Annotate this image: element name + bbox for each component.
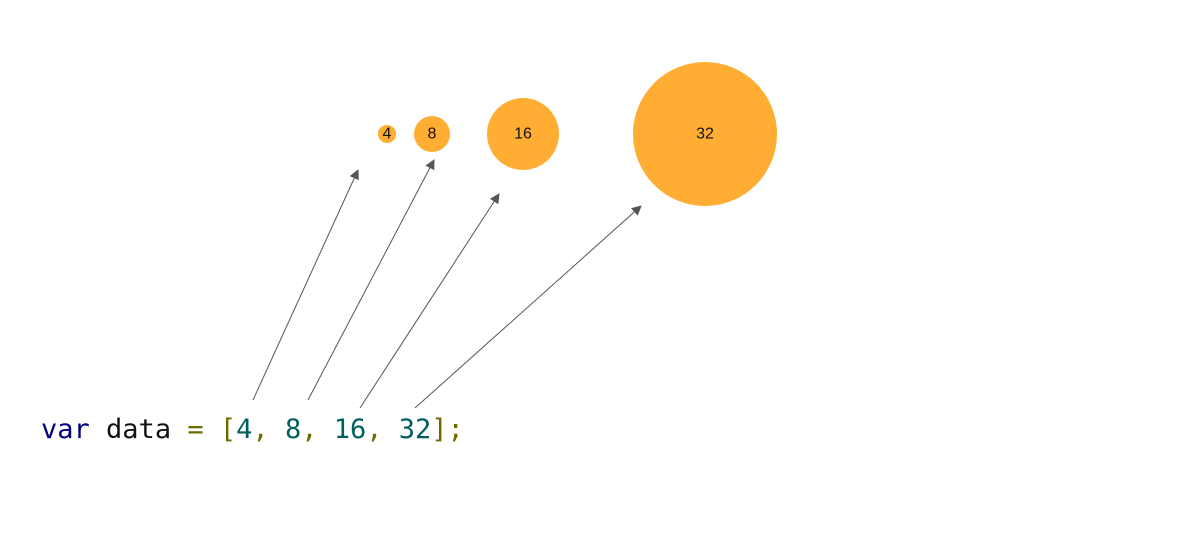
code-identifier-data: data	[106, 414, 172, 445]
code-comma: ,	[252, 414, 269, 445]
code-keyword-var: var	[41, 414, 90, 445]
code-assign-operator: =	[187, 414, 204, 445]
code-comma: ,	[366, 414, 383, 445]
bubble-4: 4	[378, 125, 396, 143]
bubble-8: 8	[414, 116, 450, 152]
code-value-8: 8	[284, 414, 302, 445]
arrow-to-bubble-32	[414, 205, 642, 409]
code-open-bracket: [	[219, 414, 237, 445]
arrow-to-bubble-4	[252, 169, 359, 401]
bubble-circle-8	[414, 116, 450, 152]
bubble-label-4: 4	[383, 126, 392, 143]
code-line: var data = [4, 8, 16, 32];	[41, 412, 464, 448]
bubble-circle-32	[633, 62, 777, 206]
bubble-circle-16	[487, 98, 559, 170]
arrow-to-bubble-16	[359, 193, 500, 409]
arrow-to-bubble-8	[307, 159, 435, 401]
bubble-circle-4	[378, 125, 396, 143]
bubble-label-8: 8	[428, 126, 437, 143]
code-value-4: 4	[236, 414, 253, 445]
bubble-label-32: 32	[696, 126, 714, 143]
bubble-32: 32	[633, 62, 777, 206]
bubble-label-16: 16	[514, 126, 532, 143]
code-close-bracket: ];	[431, 414, 464, 445]
code-value-32: 32	[398, 414, 432, 445]
code-comma: ,	[301, 414, 318, 445]
code-value-16: 16	[333, 414, 367, 445]
arrows	[252, 159, 642, 409]
bubbles: 4 8 16 32	[378, 62, 777, 206]
bubble-16: 16	[487, 98, 559, 170]
